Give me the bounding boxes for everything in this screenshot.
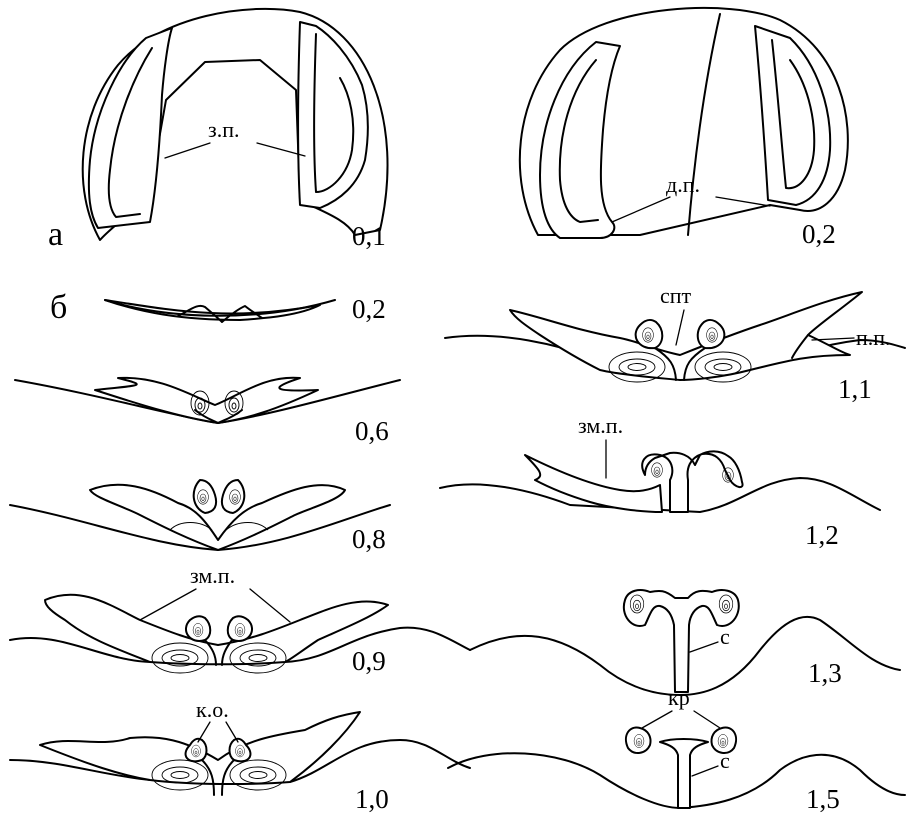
panel-b: б 0,2 0,6 0,8 <box>10 283 905 814</box>
label-ko: к.о. <box>196 697 229 722</box>
panel-a-letter: а <box>48 216 63 253</box>
section-0-9: зм.п. 0,9 <box>10 563 470 676</box>
stage-1-5: 1,5 <box>806 784 840 814</box>
label-s-1-3: с <box>720 624 730 649</box>
stage-0-8: 0,8 <box>352 524 386 554</box>
label-kr: кр <box>668 685 690 710</box>
section-0-2: 0,2 <box>105 294 386 324</box>
section-0-8: 0,8 <box>10 480 390 554</box>
embryo-0-1: з.п. 0,1 <box>83 9 388 251</box>
stage-0-1: 0,1 <box>352 221 386 251</box>
section-1-1: спт п.п. 1,1 <box>445 283 905 404</box>
left-fold-0-1 <box>89 28 172 228</box>
label-zp: з.п. <box>208 117 239 142</box>
stage-0-6: 0,6 <box>355 416 389 446</box>
stage-1-2: 1,2 <box>805 520 839 550</box>
label-zmp-1-2: зм.п. <box>578 413 623 438</box>
section-1-0: к.о. 1,0 <box>10 697 470 814</box>
stage-0-2-b: 0,2 <box>352 294 386 324</box>
label-pp: п.п. <box>856 325 891 350</box>
stage-0-2-a: 0,2 <box>802 219 836 249</box>
label-zmp-0-9: зм.п. <box>190 563 235 588</box>
panel-a: а з.п. 0,1 д.п. <box>48 8 848 253</box>
stage-1-0: 1,0 <box>355 784 389 814</box>
label-spt: спт <box>660 283 692 308</box>
section-1-2: зм.п. 1,2 <box>440 413 880 550</box>
section-0-6: 0,6 <box>15 378 400 446</box>
stage-0-9: 0,9 <box>352 646 386 676</box>
embryo-0-2: д.п. 0,2 <box>520 8 848 249</box>
section-1-5: кр с 1,5 <box>448 685 905 814</box>
stage-1-3: 1,3 <box>808 658 842 688</box>
section-1-3: с 1,3 <box>470 590 900 695</box>
label-dp: д.п. <box>666 172 700 197</box>
stage-1-1: 1,1 <box>838 374 872 404</box>
label-s-1-5: с <box>720 748 730 773</box>
panel-b-letter: б <box>50 289 67 326</box>
